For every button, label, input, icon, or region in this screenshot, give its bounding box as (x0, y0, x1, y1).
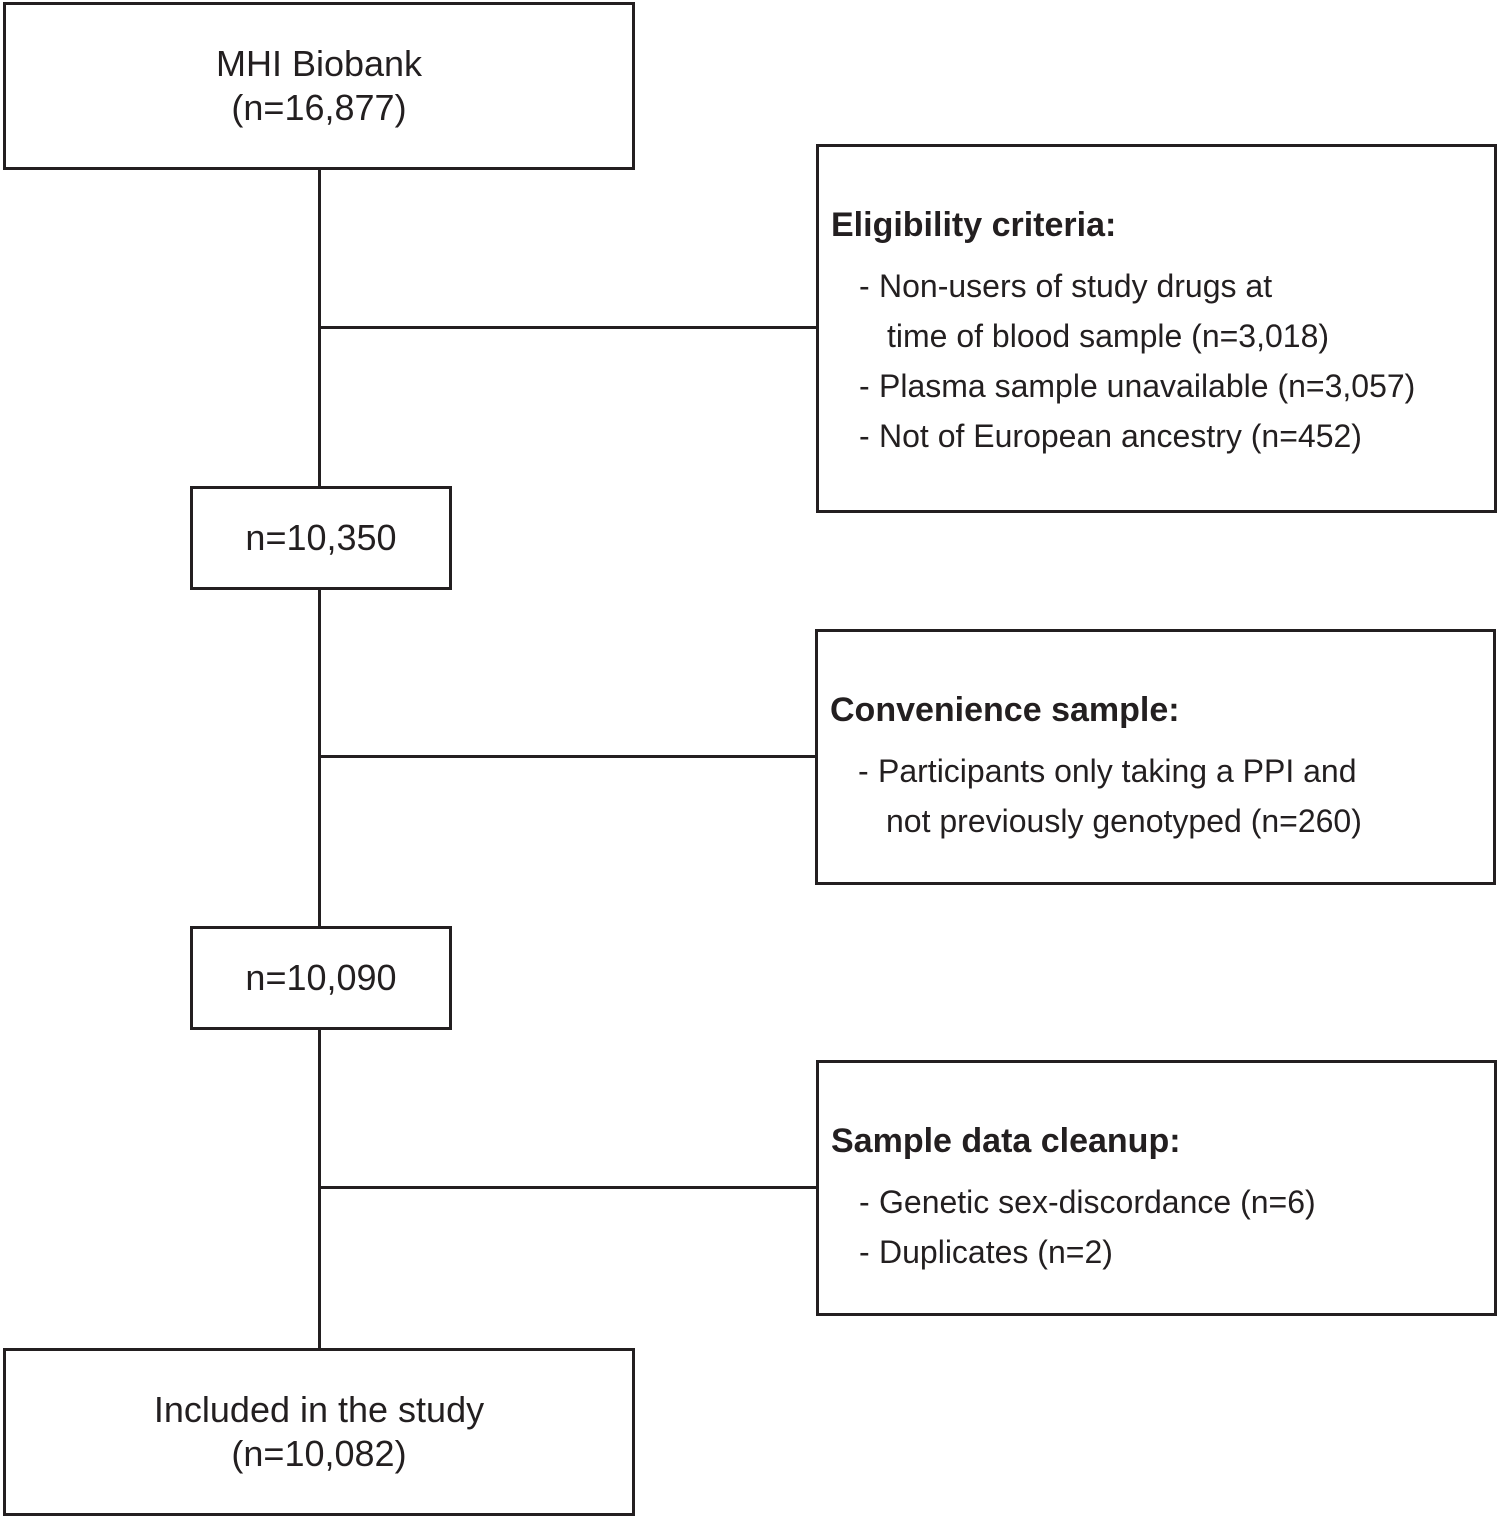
step2-count-box: n=10,090 (190, 926, 452, 1030)
cleanup-heading: Sample data cleanup: (831, 1122, 1181, 1160)
eligibility-list: -Non-users of study drugs at time of blo… (831, 261, 1494, 461)
end-count: (n=10,082) (231, 1433, 407, 1474)
end-box: Included in the study (n=10,082) (3, 1348, 635, 1516)
eligibility-criteria-box: Eligibility criteria: -Non-users of stud… (816, 144, 1497, 513)
list-item: -Not of European ancestry (n=452) (859, 418, 1362, 454)
connector-step2-to-end (318, 1028, 321, 1350)
start-count: (n=16,877) (231, 87, 407, 128)
connector-branch-eligibility (318, 326, 818, 329)
list-item: -Duplicates (n=2) (859, 1234, 1113, 1270)
sample-data-cleanup-box: Sample data cleanup: -Genetic sex-discor… (816, 1060, 1497, 1316)
cleanup-list: -Genetic sex-discordance (n=6) -Duplicat… (831, 1177, 1494, 1277)
list-item: -Participants only taking a PPI and not … (858, 753, 1362, 839)
convenience-sample-box: Convenience sample: -Participants only t… (815, 629, 1496, 885)
step1-count: n=10,350 (245, 517, 397, 558)
list-item: -Plasma sample unavailable (n=3,057) (859, 368, 1416, 404)
step1-count-box: n=10,350 (190, 486, 452, 590)
eligibility-heading: Eligibility criteria: (831, 206, 1117, 244)
connector-branch-cleanup (318, 1186, 818, 1189)
convenience-heading: Convenience sample: (830, 691, 1180, 729)
connector-branch-convenience (318, 755, 818, 758)
start-title: MHI Biobank (215, 43, 423, 84)
connector-step1-to-step2 (318, 588, 321, 928)
list-item: -Genetic sex-discordance (n=6) (859, 1184, 1316, 1220)
list-item: -Non-users of study drugs at time of blo… (859, 268, 1330, 354)
step2-count: n=10,090 (245, 957, 397, 998)
convenience-list: -Participants only taking a PPI and not … (830, 746, 1493, 846)
start-box: MHI Biobank (n=16,877) (3, 2, 635, 170)
end-title: Included in the study (153, 1389, 485, 1430)
